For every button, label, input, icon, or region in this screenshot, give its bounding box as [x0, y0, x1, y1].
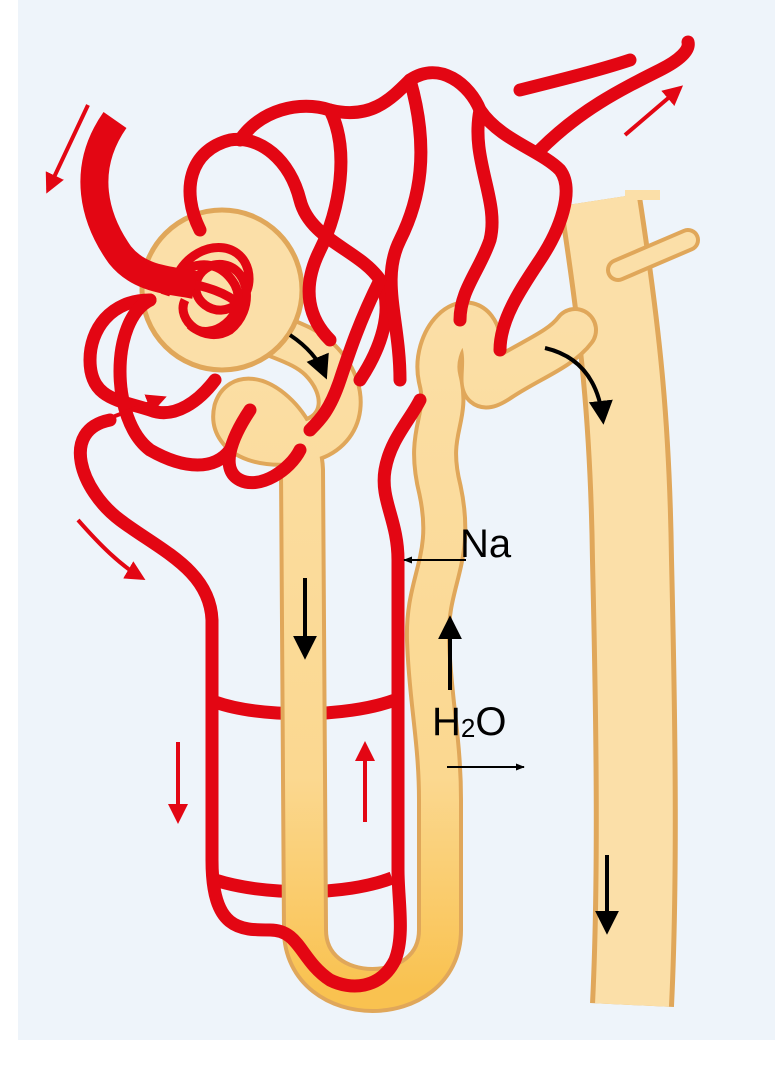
water-label-h: H: [432, 700, 461, 744]
collecting-duct: [600, 195, 688, 1005]
arrow-icon: [625, 88, 680, 135]
sodium-label: Na: [460, 524, 511, 564]
water-label-o: O: [475, 700, 506, 744]
water-label: H2O: [432, 702, 506, 742]
water-label-subscript: 2: [461, 713, 475, 743]
